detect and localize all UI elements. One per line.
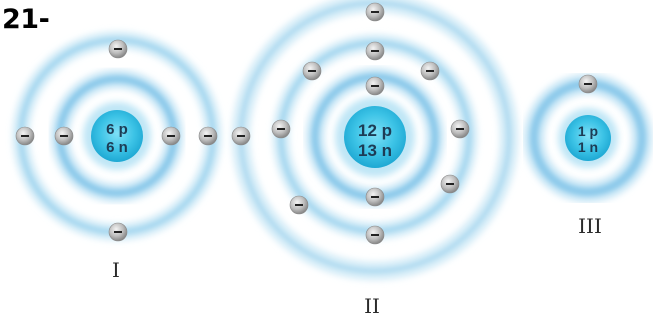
atom-2-electron (451, 120, 469, 138)
atom-1-electron (199, 127, 217, 145)
atom-2-electron (232, 127, 250, 145)
atom-1-label: I (112, 258, 120, 282)
atom-2-protons: 12 p (358, 121, 392, 140)
atom-1-protons: 6 p (106, 121, 128, 138)
atom-2-electron (366, 188, 384, 206)
atom-2-electron (290, 196, 308, 214)
atom-2-electron (366, 77, 384, 95)
atom-1-neutrons: 6 n (106, 139, 128, 156)
atom-1-electron (109, 40, 127, 58)
atom-1-electron (109, 223, 127, 241)
atom-3-electron (579, 75, 597, 93)
atom-2-electron (421, 62, 439, 80)
atom-3: 1 p 1 n III (534, 75, 642, 238)
atom-1-electron (16, 127, 34, 145)
atom-3-neutrons: 1 n (578, 139, 598, 155)
atom-2-neutrons: 13 n (358, 141, 392, 160)
atom-1-electron (55, 127, 73, 145)
atom-3-label: III (578, 214, 602, 238)
atom-3-protons: 1 p (578, 123, 598, 139)
atom-1-electron (162, 127, 180, 145)
atom-2-label: II (364, 294, 380, 318)
atom-2-electron (272, 120, 290, 138)
atom-2: 12 p 13 n (232, 3, 509, 318)
atom-2-electron (366, 3, 384, 21)
atom-2-electron (303, 62, 321, 80)
atom-2-electron (366, 42, 384, 60)
atom-1: 6 p 6 n I (16, 40, 217, 282)
atom-2-electron (441, 175, 459, 193)
atom-2-electron (366, 226, 384, 244)
